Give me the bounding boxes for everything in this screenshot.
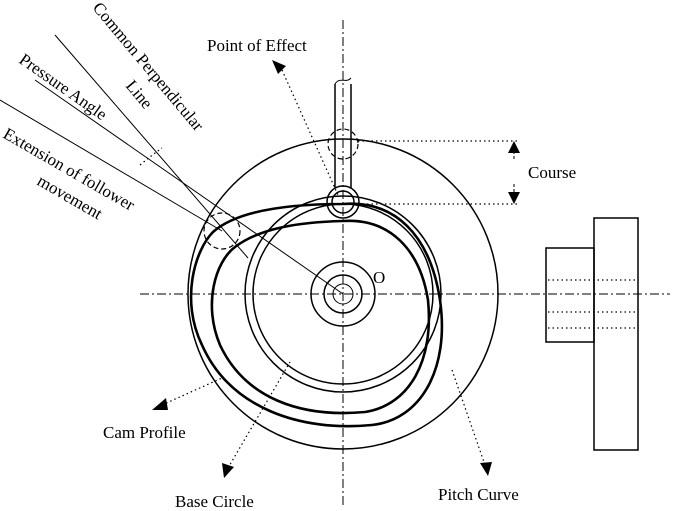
- label-cam-profile: Cam Profile: [103, 423, 186, 442]
- pressure-angle-line: [34, 79, 344, 295]
- label-pitch-curve: Pitch Curve: [438, 485, 519, 504]
- base-circle-arrow: [222, 463, 234, 478]
- course-arrow-down: [508, 192, 520, 204]
- label-course: Course: [528, 163, 576, 182]
- course-arrow-up: [508, 141, 520, 153]
- hub-circle: [310, 261, 376, 327]
- label-origin: O: [373, 268, 385, 287]
- shaft-circle-inner: [332, 283, 354, 305]
- side-view-hub: [545, 247, 595, 343]
- cam-profile-leader: [161, 377, 223, 406]
- base-circle: [252, 203, 434, 385]
- common-perpendicular-line: [54, 34, 249, 259]
- shaft-circle-outer: [323, 274, 363, 314]
- follower-roller-inner: [331, 190, 355, 214]
- side-view-flange: [593, 217, 639, 451]
- follower-movement-extension: [0, 99, 223, 232]
- follower-roller-outer: [326, 185, 360, 219]
- roller-top-position: [327, 128, 359, 160]
- pressure-angle-arc: [139, 147, 163, 166]
- label-point-of-effect: Point of Effect: [207, 36, 307, 55]
- contact-point-circle: [203, 212, 241, 250]
- follower-break: [334, 77, 352, 85]
- pitch-curve-leader: [451, 369, 486, 466]
- label-base-circle: Base Circle: [175, 492, 254, 511]
- label-pressure-angle: Pressure Angle: [16, 50, 111, 124]
- label-common-perpendicular: Common Perpendicular: [89, 0, 208, 135]
- point-of-effect-leader: [281, 69, 339, 196]
- cam-profile-arrow: [152, 398, 168, 410]
- pitch-curve: [189, 202, 444, 428]
- outer-circle: [187, 138, 499, 450]
- cam-profile: [210, 219, 431, 415]
- pitch-curve-arrow: [480, 462, 492, 476]
- base-circle-outer: [244, 195, 442, 393]
- point-of-effect-arrow: [272, 60, 286, 74]
